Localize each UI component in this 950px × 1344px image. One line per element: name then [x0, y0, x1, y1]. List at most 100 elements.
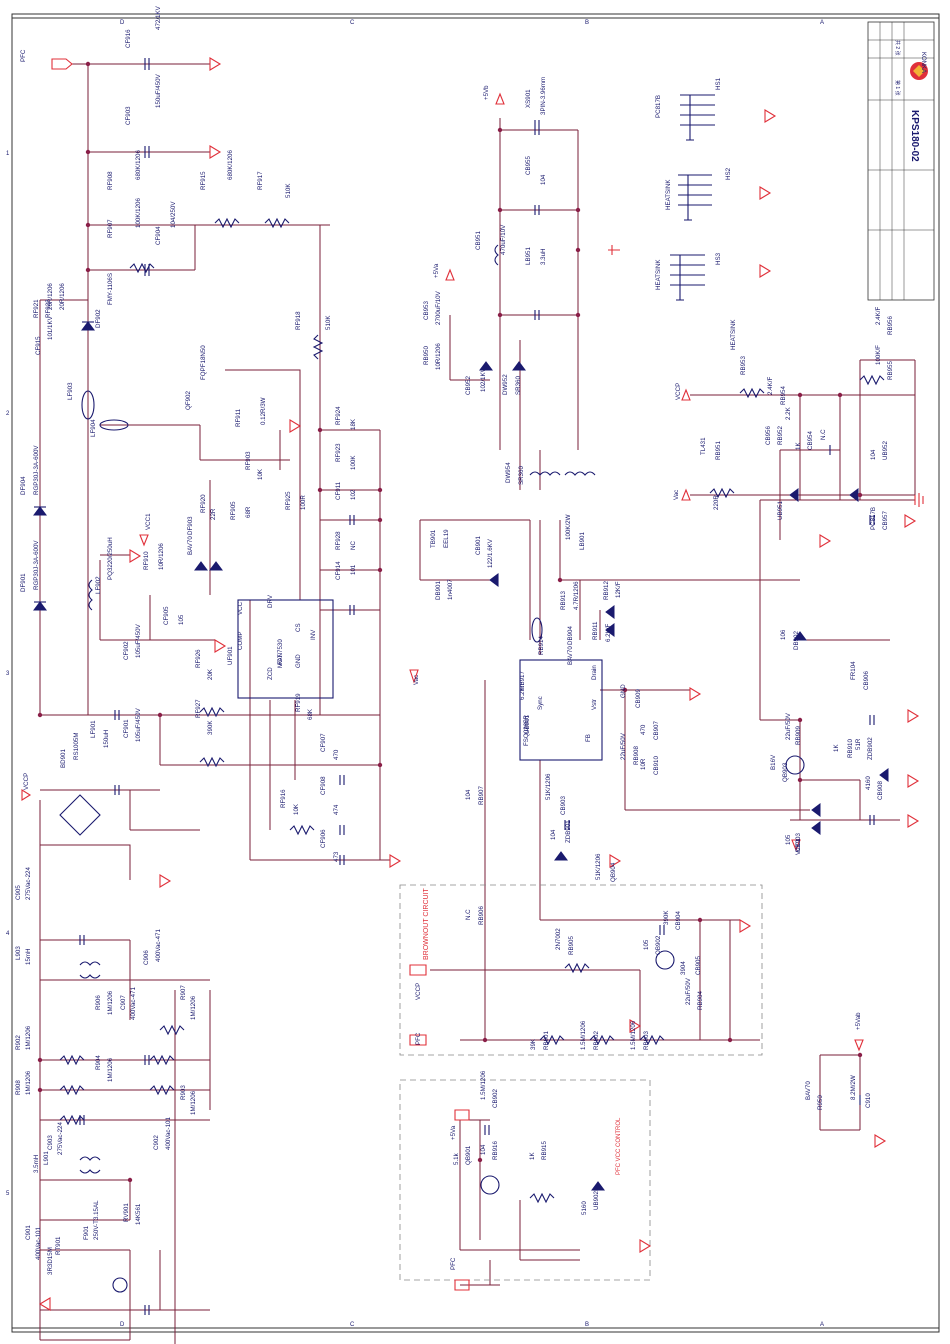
- component-label: 150uH: [103, 730, 110, 748]
- component-label: C906: [143, 950, 150, 965]
- component-label: QB901: [465, 1145, 472, 1165]
- component-label: 1K: [833, 744, 840, 752]
- component-label: RB906: [478, 906, 485, 925]
- net-flags: [21, 58, 864, 1291]
- junction-dots: [37, 61, 863, 1183]
- component-label: CB951: [475, 231, 482, 250]
- component-label: RF928: [335, 531, 342, 550]
- component-label: RB907: [478, 786, 485, 805]
- component-label: 14K561: [135, 1203, 142, 1225]
- component-label: DB904: [567, 626, 574, 645]
- component-label: FMY-1106S: [107, 273, 114, 305]
- component-label: CB906: [863, 671, 870, 690]
- component-label: LB901: [579, 532, 586, 550]
- component-label: RB917: [519, 671, 526, 690]
- component-label: 510K: [285, 183, 292, 198]
- component-glyphs: [59, 58, 885, 1315]
- net-label: VCC1: [145, 513, 152, 530]
- inductor-shapes: [79, 244, 596, 1174]
- component-label: 22uF/50V: [685, 977, 692, 1005]
- component-label: RT901: [55, 1236, 62, 1255]
- net-label: +5Va: [450, 1125, 457, 1140]
- vcc-control-title: PFC VCC CONTROL: [616, 1117, 622, 1175]
- component-label: BAV70: [567, 646, 574, 665]
- frame-letter: B: [585, 1322, 589, 1328]
- component-label: UF901: [227, 646, 234, 665]
- secondary-wiring: [419, 118, 916, 1286]
- net-label: PFC: [450, 1257, 457, 1270]
- component-label: 104/250V: [170, 201, 177, 228]
- component-label: R906: [95, 995, 102, 1010]
- component-label: SR360: [515, 376, 522, 395]
- component-label: 68K: [307, 708, 314, 720]
- component-label: 390K: [207, 720, 214, 735]
- frame-labels: D C B A D C B A 1 2 3 4 5: [6, 20, 824, 1328]
- component-label: 275Vac-224: [25, 867, 32, 900]
- component-label: 104: [540, 174, 547, 185]
- component-label: 15mH: [25, 948, 32, 965]
- sheet-border: [11, 13, 940, 1333]
- component-label: 5.1k: [453, 1152, 460, 1165]
- component-label: CF902: [123, 641, 130, 660]
- component-label: RB953: [740, 356, 747, 375]
- frame-number: 3: [6, 671, 10, 677]
- component-label: R903: [180, 1085, 187, 1100]
- component-label: F901: [83, 1225, 90, 1240]
- total-sheets: 共 2 张: [894, 40, 901, 56]
- component-label: CB901: [475, 536, 482, 555]
- component-label: 2.2K: [785, 406, 792, 420]
- component-label: ZCD: [267, 667, 274, 680]
- component-label: CF911: [335, 481, 342, 500]
- component-label: 3904: [680, 961, 687, 975]
- net-label: VCCP: [23, 773, 30, 790]
- component-label: B16V: [770, 754, 777, 770]
- component-label: QF902: [185, 391, 192, 410]
- component-label: HEATSINK: [730, 319, 737, 350]
- component-label: CF904: [155, 226, 162, 245]
- frame-letter: B: [585, 20, 589, 26]
- component-label: RB912: [603, 581, 610, 600]
- component-label: R904: [95, 1055, 102, 1070]
- component-label: 680K/1206: [135, 150, 142, 180]
- component-label: RB901: [543, 1031, 550, 1050]
- net-label: VCCP: [675, 383, 682, 400]
- component-label: QB903: [782, 762, 789, 782]
- component-label: RF927: [195, 699, 202, 718]
- component-label: RB956: [887, 316, 894, 335]
- ground-symbols: [38, 57, 924, 1311]
- component-label: BD901: [60, 749, 67, 768]
- component-label: 100K/2W: [565, 514, 572, 540]
- component-label: RB904: [697, 991, 704, 1010]
- component-label: CB953: [423, 301, 430, 320]
- component-label: RB915: [541, 1141, 548, 1160]
- component-label: C905: [15, 885, 22, 900]
- component-label: CF907: [320, 733, 327, 752]
- diode-glyphs: [33, 321, 889, 1293]
- net-label: PFC: [20, 49, 27, 62]
- component-label: QB904: [610, 862, 617, 882]
- vcc-control-section: [399, 1079, 651, 1281]
- component-label: DF904: [20, 476, 27, 495]
- component-label: C903: [47, 1135, 54, 1150]
- component-label: CB903: [560, 796, 567, 815]
- component-label: 510K: [325, 315, 332, 330]
- component-label: 102/1KV: [480, 367, 487, 392]
- component-label: CB956: [765, 426, 772, 445]
- component-label: EEL19: [443, 529, 450, 548]
- component-label: 1M/1206: [107, 1057, 114, 1082]
- component-label: CF903: [125, 106, 132, 125]
- component-label: DB902: [793, 631, 800, 650]
- component-label: 470uF/10V: [500, 224, 507, 255]
- uf901-ic: [237, 599, 334, 699]
- component-label: 1M/1206: [25, 1070, 32, 1095]
- component-label: 10K: [257, 468, 264, 480]
- component-label: RB952: [777, 426, 784, 445]
- component-label: GND: [295, 654, 302, 668]
- frame-number: 1: [6, 151, 10, 157]
- component-label: 1M/1206: [107, 990, 114, 1015]
- component-label: CB907: [653, 721, 660, 740]
- net-label: Vac: [413, 675, 420, 685]
- frame-letter: C: [350, 20, 355, 26]
- component-label: 10R/1206: [435, 343, 442, 370]
